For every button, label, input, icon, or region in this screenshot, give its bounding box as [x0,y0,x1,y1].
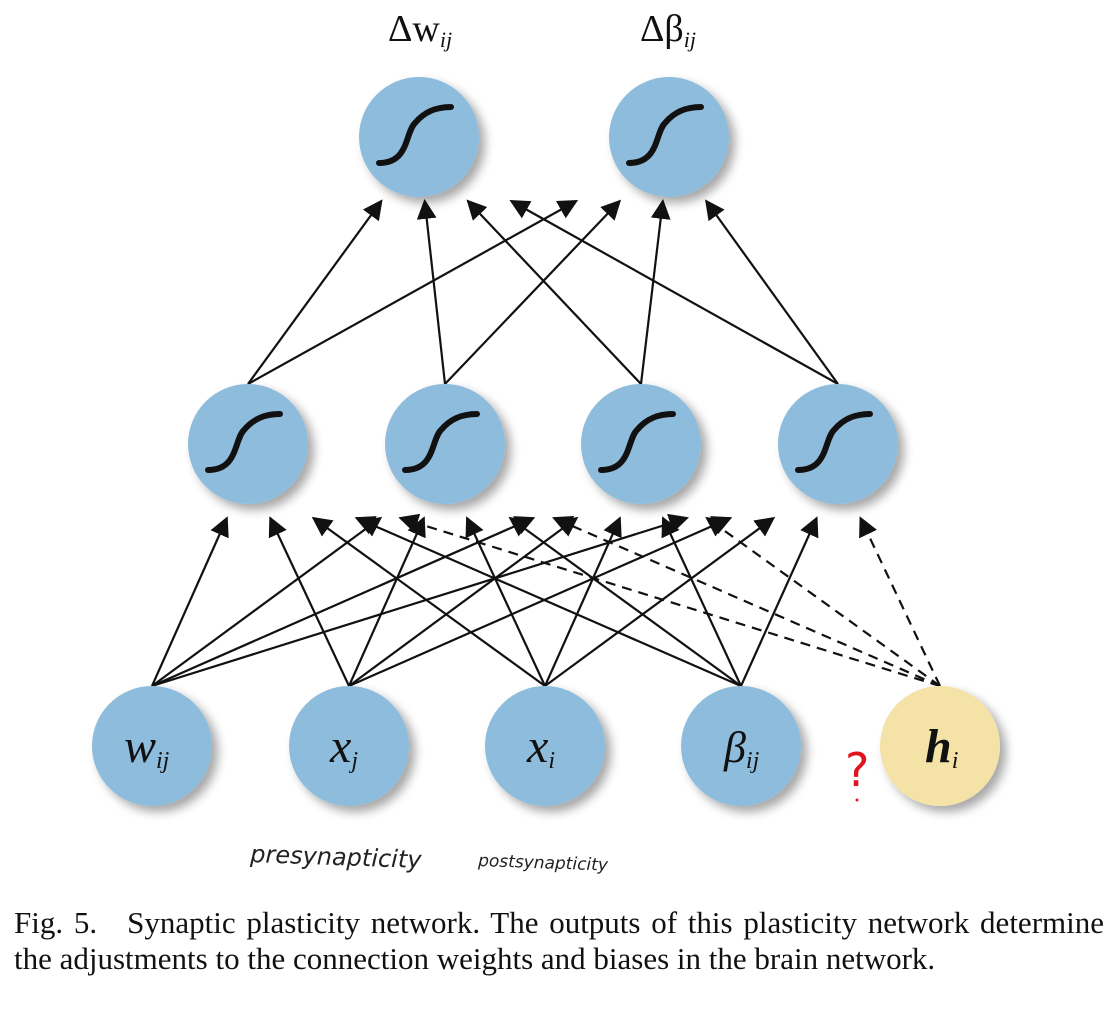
handwritten-presynapticity: presynapticity [249,840,423,874]
input-label-xj: xj [329,720,358,774]
edge-input4-hidden3 [859,516,941,687]
edge-input2-hidden3 [544,516,776,687]
edge-input2-hidden1 [465,516,546,687]
edge-input1-hidden1 [347,516,426,687]
output-label-delta-beta: Δβij [640,8,696,52]
edge-hidden1-output1 [444,199,622,385]
edge-input2-hidden2 [543,516,622,687]
input-node-w [92,686,212,806]
output-node-1 [609,77,729,197]
input-node-b [681,686,801,806]
edge-input0-hidden1 [151,516,383,687]
input-label-xi: xi [526,720,555,774]
input-label-beta: βij [723,723,760,774]
edge-hidden3-output1 [705,199,839,385]
question-mark-dot [855,798,859,802]
edge-input2-hidden0 [311,516,546,687]
edge-input1-hidden2 [348,516,579,687]
network-edges [150,199,941,688]
hidden-node-0 [188,384,308,504]
output-label-delta-w: Δwij [388,8,452,52]
edge-hidden1-output0 [416,199,447,385]
edge-input4-hidden1 [552,516,941,688]
sigmoid-icon [402,411,480,473]
edge-input3-hidden2 [661,516,742,687]
edge-input3-hidden3 [739,516,819,687]
sigmoid-icon [795,411,873,473]
edge-input0-hidden2 [151,516,536,688]
hidden-node-2 [581,384,701,504]
sigmoid-icon [598,411,676,473]
edge-input4-hidden0 [398,513,941,688]
edge-hidden2-output1 [639,199,671,385]
input-node-h [880,686,1000,806]
hidden-node-1 [385,384,505,504]
question-mark-annotation: ? [845,743,869,797]
edge-input0-hidden0 [150,516,229,687]
edge-hidden3-output0 [509,200,839,385]
output-node-0 [359,77,479,197]
plasticity-network-diagram: Δwij Δβij wij xj xi βij hi ? presynaptici… [92,8,1000,876]
input-node-xj [289,686,409,806]
edge-input3-hidden1 [508,516,742,687]
network-nodes [92,77,1000,806]
sigmoid-icon [376,104,454,166]
caption-text: Synaptic plasticity network. The outputs… [14,905,1105,976]
hidden-node-3 [778,384,898,504]
handwritten-postsynapticity: postsynapticity [477,851,609,876]
edge-input1-hidden0 [268,516,350,687]
edge-hidden2-output0 [466,199,642,385]
edge-input0-hidden3 [151,513,689,688]
input-label-h: hi [925,720,958,774]
sigmoid-icon [205,411,283,473]
input-node-xi [485,686,605,806]
edge-input3-hidden0 [354,516,742,688]
edge-hidden0-output1 [247,200,579,385]
edge-input1-hidden3 [348,516,733,688]
edge-input4-hidden2 [705,516,941,687]
figure-caption: Fig. 5.Synaptic plasticity network. The … [14,905,1104,977]
caption-figure-number: Fig. 5. [14,905,98,940]
sigmoid-icon [626,104,704,166]
edge-hidden0-output0 [247,199,383,385]
input-label-w: wij [124,720,170,774]
